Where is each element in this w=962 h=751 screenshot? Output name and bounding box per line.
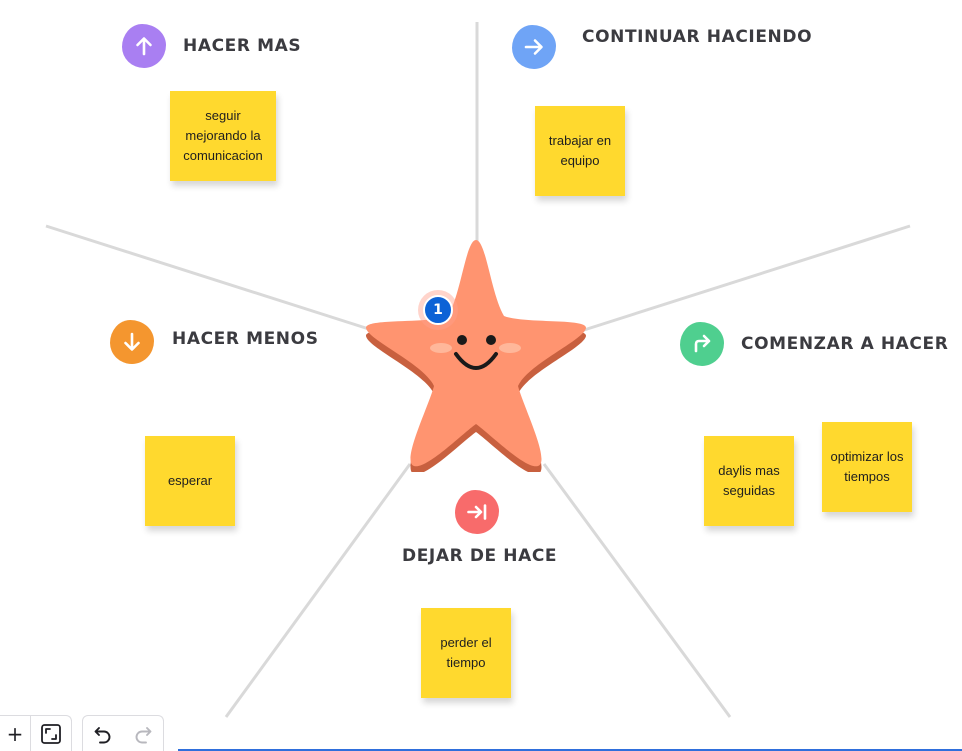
redo-icon[interactable] — [123, 716, 163, 751]
starfish-smile — [454, 352, 498, 370]
sticky-note[interactable]: seguir mejorando la comunicacion — [170, 91, 276, 181]
section-hacer-mas-header: HACER MAS — [122, 24, 301, 68]
section-title-continuar-haciendo: CONTINUAR HACIENDO — [582, 27, 813, 47]
fit-to-screen-icon[interactable] — [30, 716, 71, 751]
divider-line-right — [583, 224, 911, 332]
sticky-note[interactable]: optimizar los tiempos — [822, 422, 912, 512]
collaborator-pin-count: 1 — [423, 295, 453, 325]
sticky-note[interactable]: esperar — [145, 436, 235, 526]
starfish-cheek-left — [430, 343, 452, 353]
section-title-hacer-mas: HACER MAS — [183, 36, 302, 56]
arrow-to-bar-icon — [455, 490, 499, 534]
section-comenzar-a-hacer-header: COMENZAR A HACER — [680, 322, 948, 366]
sticky-note[interactable]: daylis mas seguidas — [704, 436, 794, 526]
history-controls — [82, 715, 164, 751]
starfish-cheek-right — [499, 343, 521, 353]
zoom-controls: + — [0, 715, 72, 751]
section-dejar-de-hacer-header: DEJAR DE HACER — [400, 490, 558, 570]
turn-right-arrow-icon — [680, 322, 724, 366]
starfish-eye-left — [457, 335, 467, 345]
collaborator-pin[interactable]: 1 — [418, 290, 458, 330]
bottom-status-rule — [178, 749, 962, 751]
section-hacer-menos-header: HACER MENOS — [110, 320, 319, 364]
arrow-up-icon — [122, 24, 166, 68]
starfish-body — [365, 240, 587, 467]
arrow-right-icon — [512, 25, 556, 69]
undo-icon[interactable] — [83, 716, 123, 751]
starfish-eye-right — [486, 335, 496, 345]
divider-line-left — [45, 224, 373, 332]
plus-icon[interactable]: + — [6, 721, 24, 746]
section-title-comenzar-a-hacer: COMENZAR A HACER — [741, 334, 949, 354]
section-continuar-haciendo-header: CONTINUAR HACIENDO — [512, 25, 812, 69]
sticky-note[interactable]: perder el tiempo — [421, 608, 511, 698]
canvas-toolbar: + — [0, 715, 164, 751]
sticky-note[interactable]: trabajar en equipo — [535, 106, 625, 196]
section-title-hacer-menos: HACER MENOS — [172, 329, 319, 349]
arrow-down-icon — [110, 320, 154, 364]
divider-line-bottom-left — [224, 463, 412, 718]
section-title-dejar-de-hacer: DEJAR DE HACER — [402, 546, 558, 566]
starfish-mascot[interactable] — [358, 236, 594, 472]
divider-line-bottom-right — [542, 463, 732, 718]
